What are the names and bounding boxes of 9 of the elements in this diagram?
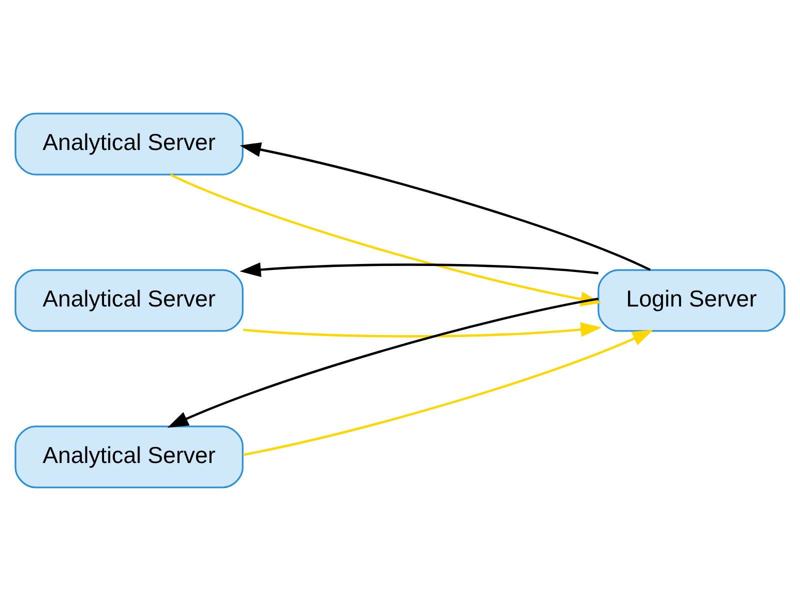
arrow — [240, 142, 651, 270]
node-box: Analytical Server — [14, 268, 244, 332]
node-box: Analytical Server — [14, 425, 244, 488]
arrow — [167, 297, 598, 428]
arrow — [242, 329, 654, 456]
arrow — [240, 262, 598, 277]
node-box: Login Server — [598, 268, 786, 332]
arrow — [243, 322, 602, 337]
node-box: Analytical Server — [14, 112, 244, 175]
